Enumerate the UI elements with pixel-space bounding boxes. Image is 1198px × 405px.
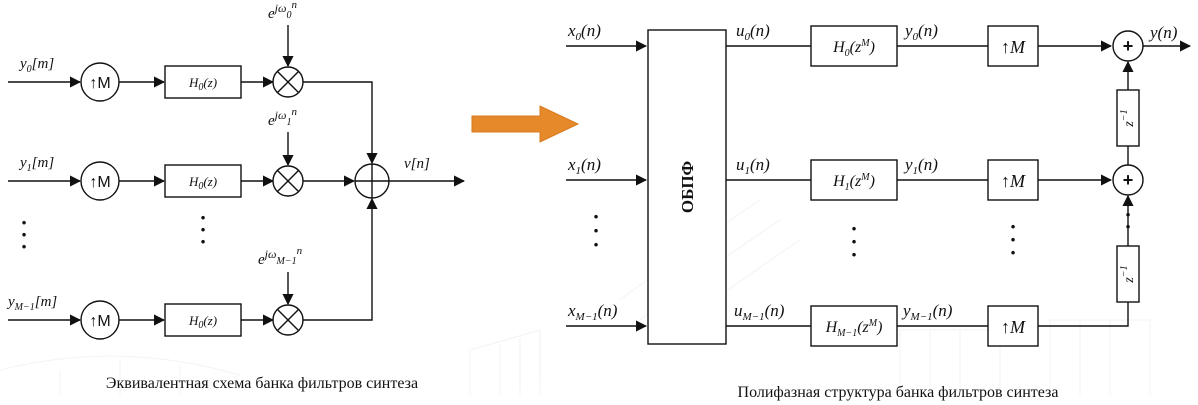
svg-text:·: · (1009, 227, 1016, 252)
right-branch-0: u0(n) H0(zM) y0(n) ↑M (726, 21, 1113, 67)
right-input-label: xM−1(n) (567, 301, 618, 323)
svg-text:·: · (20, 234, 27, 259)
watermark-building (0, 199, 1151, 395)
svg-text:·: · (199, 205, 206, 230)
left-row-1: y1[m] ↑M H0(z) ejω1n (8, 106, 356, 201)
right-output-label: y(n) (1148, 23, 1178, 42)
svg-text:·: · (850, 229, 857, 254)
right-out-label: y1(n) (903, 155, 938, 177)
left-upsampler-label: ↑M (89, 75, 110, 92)
left-input-label: y0[m] (18, 56, 54, 75)
right-out-label: yM−1(n) (901, 301, 953, 323)
svg-text:·: · (20, 222, 27, 247)
svg-text:+: + (1123, 36, 1134, 56)
svg-text:z−1: z−1 (1119, 265, 1137, 283)
right-filter-label: H1(zM) (832, 172, 875, 193)
right-upsampler-label: ↑M (1001, 171, 1026, 191)
left-input-label: y1[m] (18, 155, 54, 174)
svg-text:·: · (592, 218, 599, 243)
right-branch-dots: · (850, 216, 857, 241)
left-exp-label: ejωM−1n (258, 245, 303, 268)
svg-text:·: · (1009, 240, 1016, 265)
right-mid-label: u1(n) (736, 155, 770, 177)
left-upsampler-label: ↑M (89, 174, 110, 191)
right-filter-label: H0(zM) (832, 38, 875, 59)
svg-text:·: · (850, 242, 857, 267)
svg-text:z−1: z−1 (1119, 109, 1137, 127)
left-input-label: yM−1[m] (6, 294, 57, 313)
transition-arrow-icon (471, 105, 580, 143)
right-input-dots: · (592, 204, 599, 229)
right-input-label: x0(n) (567, 21, 601, 43)
right-branch-last: uM−1(n) HM−1(zM) yM−1(n) ↑M (726, 290, 1129, 347)
left-caption: Эквивалентная схема банка фильтров синте… (106, 375, 418, 392)
left-row-0: y0[m] ↑M H0(z) ejω0n (8, 0, 378, 165)
left-row-last: yM−1[m] ↑M H0(z) ejωM−1n (6, 197, 378, 340)
svg-text:·: · (592, 232, 599, 257)
left-upsampler-label: ↑M (89, 313, 110, 330)
left-exp-label: ejω1n (268, 106, 297, 129)
right-mid-label: uM−1(n) (734, 301, 785, 323)
right-filter-label: HM−1(zM) (825, 318, 883, 339)
right-branch-1: u1(n) H1(zM) y1(n) ↑M (726, 155, 1113, 201)
right-upsampler-label: ↑M (1001, 317, 1026, 337)
right-input-label: x1(n) (567, 155, 601, 177)
ifft-block (647, 29, 727, 345)
left-output-label: v[n] (404, 156, 430, 172)
ifft-label: ОБПФ (678, 161, 697, 213)
left-filter-label: H0(z) (188, 75, 217, 93)
right-upsampler-label: ↑M (1001, 37, 1026, 57)
svg-text:·: · (199, 229, 206, 254)
right-diagram: ОБПФ x0(n) x1(n) xM−1(n) · · · u0(n) H0(… (566, 21, 1192, 401)
svg-text:+: + (1123, 170, 1134, 190)
right-out-label: y0(n) (903, 21, 938, 43)
right-caption: Полифазная структура банка фильтров синт… (738, 384, 1059, 401)
right-mid-label: u0(n) (736, 21, 770, 43)
left-dots: · (20, 210, 27, 235)
svg-text:·: · (1009, 214, 1016, 239)
left-filter-label: H0(z) (188, 174, 217, 192)
svg-text:·: · (199, 217, 206, 242)
delay-block-lower (1116, 245, 1140, 303)
left-filter-label: H0(z) (188, 313, 217, 331)
left-exp-label: ejω0n (268, 0, 297, 22)
left-diagram: y0[m] ↑M H0(z) ejω0n y1[m] ↑M H0(z) (6, 0, 466, 392)
